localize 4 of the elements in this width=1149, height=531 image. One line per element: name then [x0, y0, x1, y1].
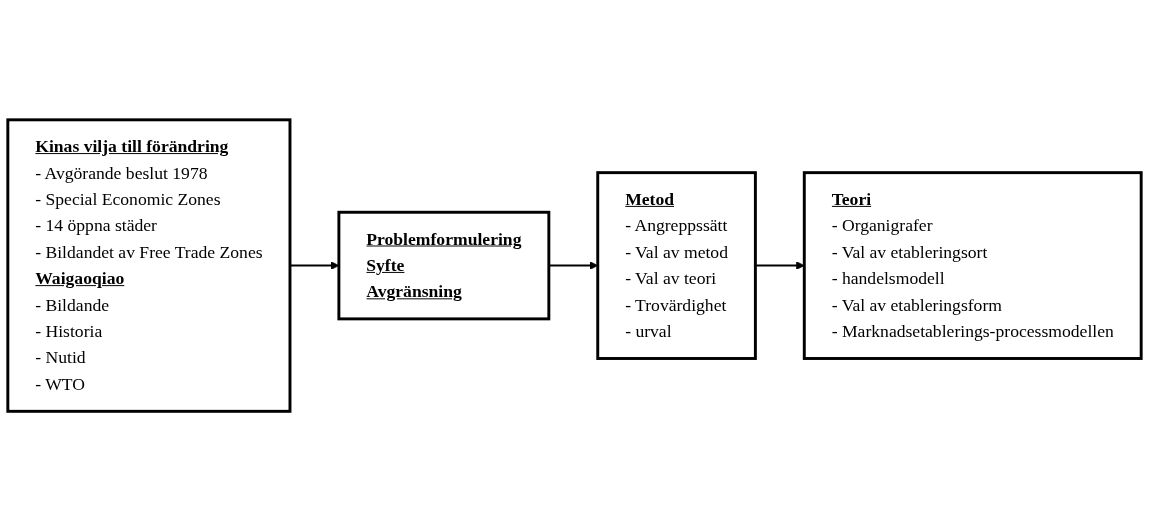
node-box: Kinas vilja till förändring - Avgörande beslut 1978 - Special Economic Zones - 14 öppna städer - Bildandet av Free Trade Zones Waigaoqiao - Bildande - Historia - Nutid - WTO [6, 118, 292, 413]
node-box: Metod - Angreppssätt - Val av metod - Val av teori - Trovärdighet - urval [596, 171, 757, 360]
node-box: Teori - Organigrafer - Val av etableringsort - handelsmodell - Val av etableringsform - Marknadsetablerings-processmodellen [802, 171, 1143, 360]
node-box: Problemformulering Syfte Avgränsning [337, 210, 551, 321]
